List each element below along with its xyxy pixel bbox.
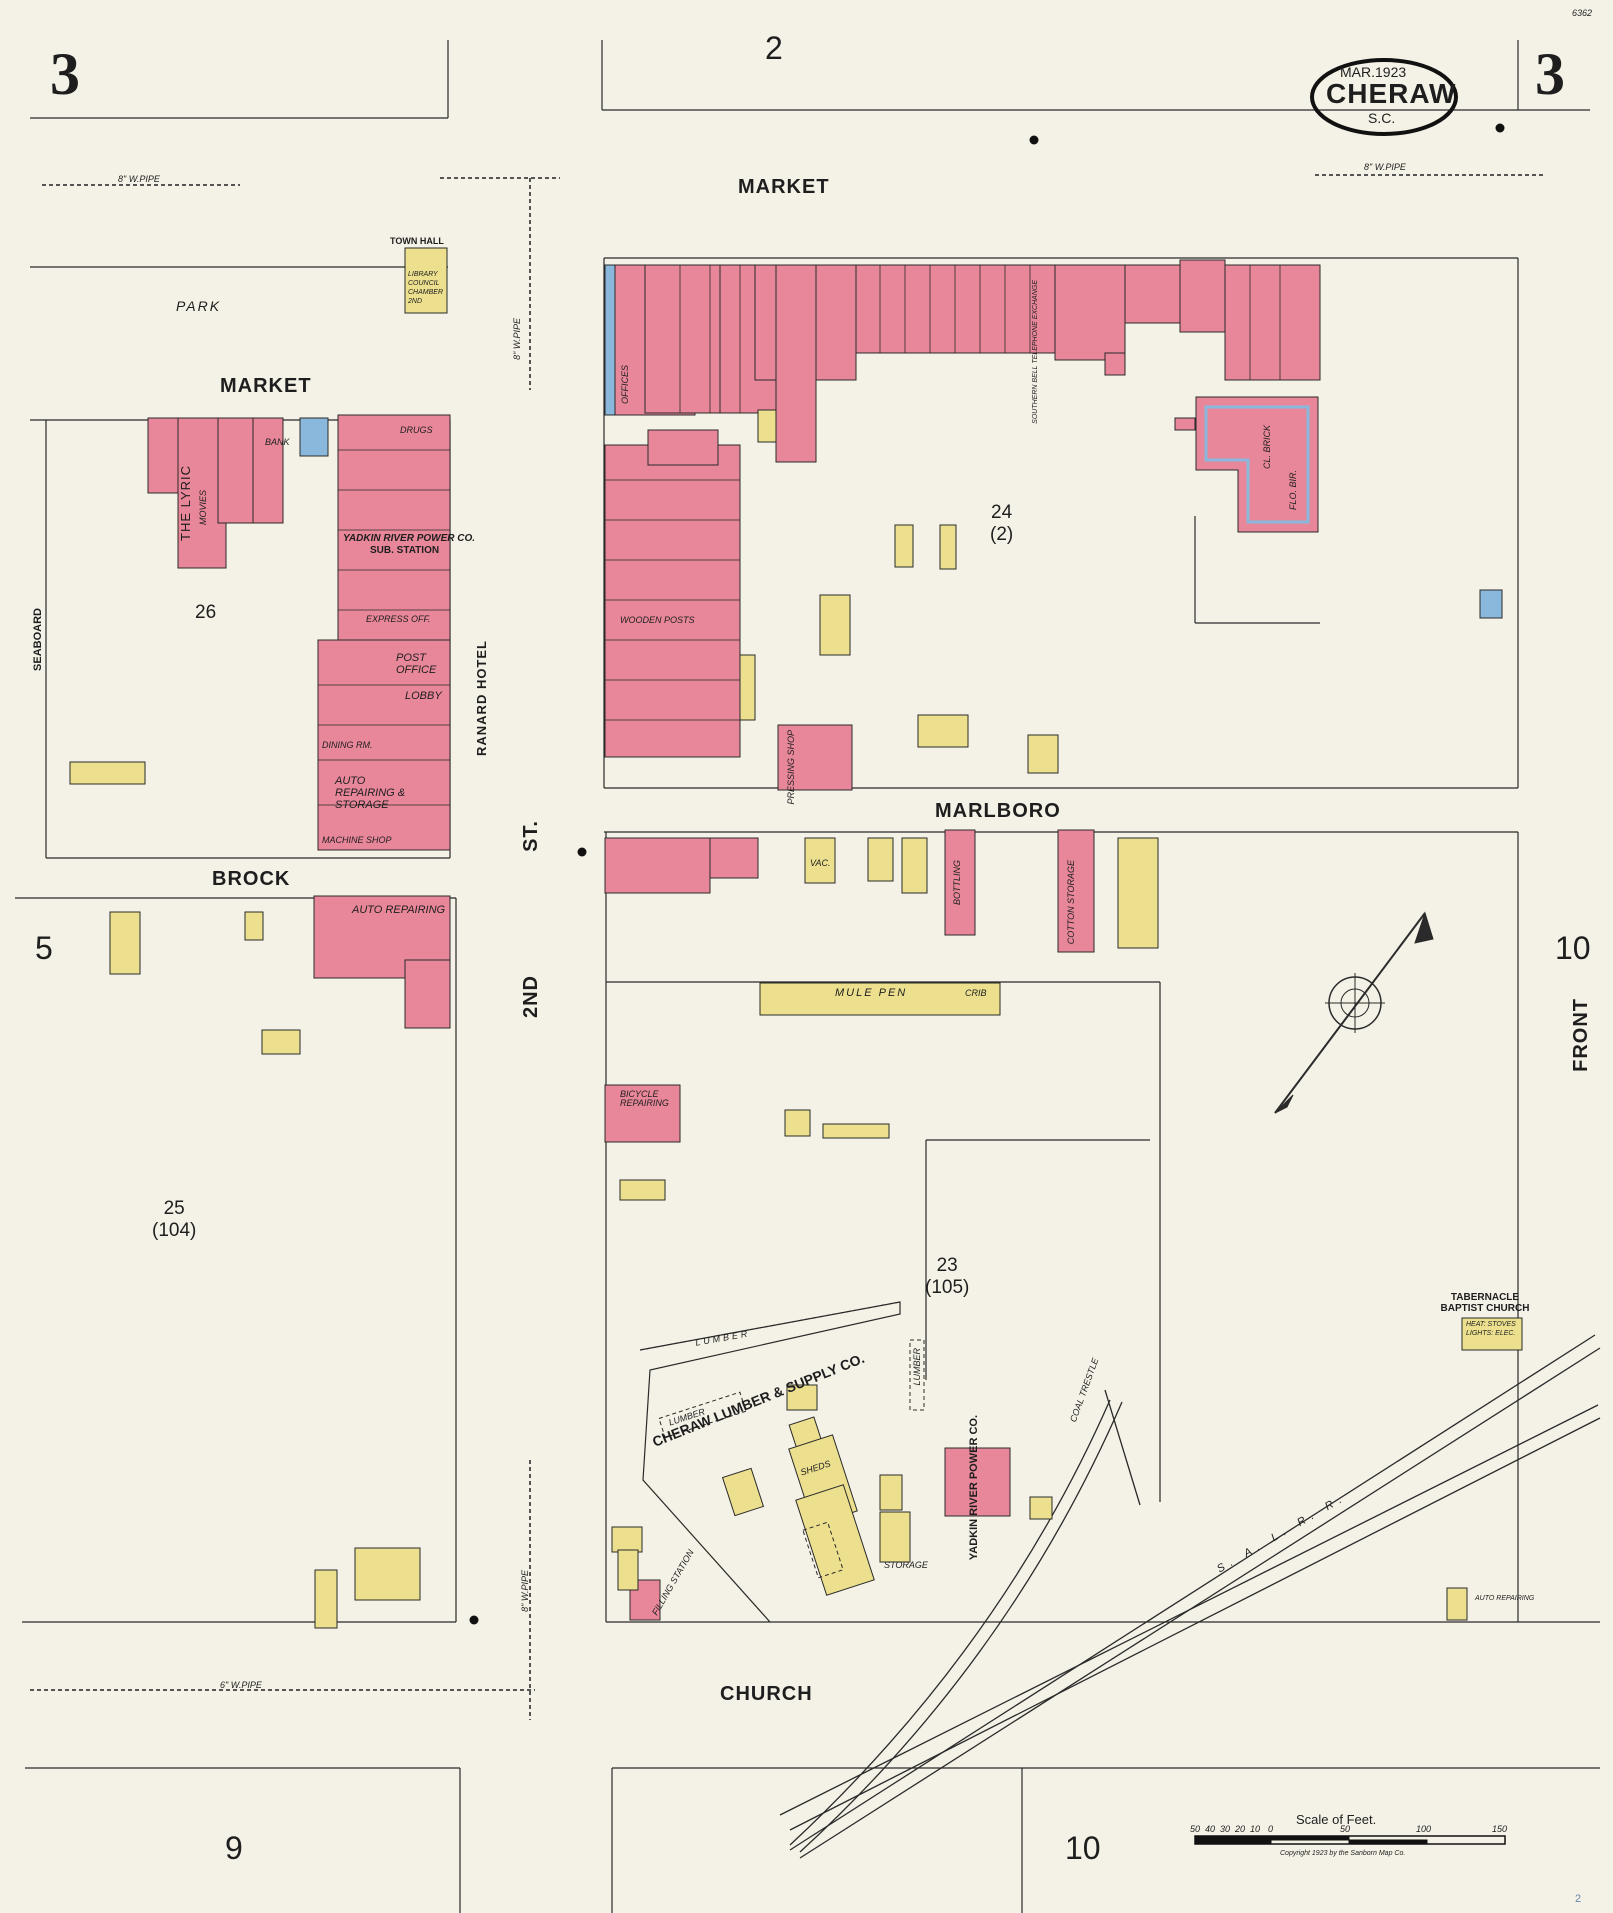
adjoining-sheet-bottom-left: 9 bbox=[225, 1830, 243, 1866]
street-seaboard: SEABOARD bbox=[32, 608, 44, 671]
label-ranard-hotel: RANARD HOTEL bbox=[474, 640, 489, 756]
scale-tick: 50 bbox=[1190, 1824, 1201, 1834]
label-lobby: LOBBY bbox=[405, 690, 442, 702]
pipe-market-right: 8" W.PIPE bbox=[1364, 162, 1406, 172]
label-auto-repairing: AUTO REPAIRING & STORAGE bbox=[335, 775, 406, 811]
corner-code: 6362 bbox=[1572, 8, 1593, 18]
label-crib: CRIB bbox=[965, 988, 987, 998]
footer-mark: 2 bbox=[1575, 1893, 1582, 1905]
label-wooden-posts: WOODEN POSTS bbox=[620, 615, 695, 625]
label-storage: STORAGE bbox=[884, 1560, 928, 1570]
scale-bar bbox=[1194, 1835, 1506, 1845]
block-25-number: 25 bbox=[163, 1198, 185, 1219]
label-library: LIBRARY COUNCIL CHAMBER 2ND bbox=[408, 271, 444, 305]
label-cl-brick: CL. BRICK bbox=[1262, 425, 1272, 470]
block-24: 24(2) bbox=[990, 502, 1013, 546]
label-mule-pen: MULE PEN bbox=[835, 987, 908, 999]
sheet-number-right: 3 bbox=[1535, 41, 1565, 107]
label-town-hall: TOWN HALL bbox=[390, 236, 444, 246]
pipe-second-bottom: 8" W.PIPE bbox=[520, 1570, 530, 1612]
compass-rose bbox=[1274, 911, 1434, 1114]
block-25-sub: (104) bbox=[152, 1220, 197, 1241]
block-26-number: 26 bbox=[195, 602, 217, 623]
label-lumber-3: LUMBER bbox=[912, 1348, 922, 1386]
church-detail bbox=[1204, 405, 1310, 524]
scale-tick: 40 bbox=[1205, 1824, 1216, 1834]
block-23: 23(105) bbox=[925, 1255, 969, 1299]
label-flo-bir: FLO. BIR. bbox=[1288, 470, 1298, 511]
scale-tick: 50 bbox=[1340, 1824, 1351, 1834]
scale-tick: 10 bbox=[1250, 1824, 1261, 1834]
label-cotton-storage: COTTON STORAGE bbox=[1066, 860, 1076, 945]
pipe-market-left: 8" W.PIPE bbox=[118, 174, 160, 184]
pipe-second-top: 8" W.PIPE bbox=[512, 318, 522, 360]
hydrants bbox=[469, 123, 1505, 1625]
street-church: CHURCH bbox=[720, 1683, 813, 1705]
label-bank: BANK bbox=[265, 437, 290, 447]
scale-tick: 0 bbox=[1268, 1824, 1274, 1834]
street-second-st: ST. bbox=[520, 820, 542, 852]
adjoining-sheet-right: 10 bbox=[1555, 930, 1591, 966]
scale-ticks: 50 40 30 20 10 0 50 100 150 bbox=[1190, 1824, 1510, 1836]
division-lines bbox=[318, 265, 1281, 806]
adjoining-sheet-left: 5 bbox=[35, 930, 53, 966]
scale-tick: 150 bbox=[1492, 1824, 1508, 1834]
label-lyric: THE LYRIC bbox=[178, 465, 193, 541]
label-bottling: BOTTLING bbox=[952, 860, 962, 906]
scale-title: Scale of Feet. bbox=[1296, 1812, 1377, 1827]
adjoining-sheet-bottom-right: 10 bbox=[1065, 1830, 1101, 1866]
label-auto-repairing-3: AUTO REPAIRING bbox=[1475, 1595, 1535, 1602]
scale-tick: 100 bbox=[1416, 1824, 1432, 1834]
street-market-left: MARKET bbox=[220, 375, 312, 397]
stone-buildings bbox=[299, 264, 1503, 619]
cartouche-state: S.C. bbox=[1368, 110, 1396, 126]
scale-tick: 30 bbox=[1220, 1824, 1231, 1834]
street-front: FRONT bbox=[1570, 998, 1592, 1072]
header-lines bbox=[30, 40, 1590, 119]
label-movies: MOVIES bbox=[198, 490, 208, 526]
label-machine-shop: MACHINE SHOP bbox=[322, 835, 392, 845]
block-24-number: 24 bbox=[991, 502, 1013, 523]
label-tabernacle: TABERNACLE BAPTIST CHURCH bbox=[1440, 1292, 1530, 1314]
cartouche-town: CHERAW bbox=[1326, 78, 1457, 109]
label-sub-station: SUB. STATION bbox=[370, 545, 440, 556]
cartouche-date: MAR.1923 bbox=[1340, 64, 1407, 80]
street-marlboro: MARLBORO bbox=[935, 800, 1061, 822]
label-bicycle: BICYCLE REPAIRING bbox=[620, 1089, 669, 1108]
street-market-top: MARKET bbox=[738, 176, 830, 198]
label-yadkin-sub: YADKIN RIVER POWER CO. bbox=[343, 533, 476, 544]
label-tab-detail: HEAT: STOVES LIGHTS: ELEC. bbox=[1466, 1321, 1516, 1337]
label-drugs: DRUGS bbox=[400, 425, 433, 435]
street-park: PARK bbox=[176, 298, 222, 314]
scale-tick: 20 bbox=[1235, 1824, 1246, 1834]
label-vac: VAC. bbox=[810, 858, 831, 868]
block-25: 25(104) bbox=[152, 1198, 196, 1242]
adjoining-sheet-top: 2 bbox=[765, 30, 783, 66]
street-brock: BROCK bbox=[212, 868, 291, 890]
sheet-number-left: 3 bbox=[50, 41, 80, 107]
label-post-office: POST OFFICE bbox=[396, 652, 437, 676]
label-express: EXPRESS OFF. bbox=[366, 614, 431, 624]
label-telephone: SOUTHERN BELL TELEPHONE EXCHANGE bbox=[1032, 280, 1039, 424]
frame-buildings bbox=[69, 247, 1523, 1629]
dashed-sheds bbox=[639, 1301, 925, 1579]
block-23-sub: (105) bbox=[925, 1277, 970, 1298]
block-24-sub: (2) bbox=[990, 524, 1014, 545]
block-23-number: 23 bbox=[936, 1255, 958, 1276]
cartouche-oval bbox=[1310, 58, 1458, 136]
label-auto-repairing-2: AUTO REPAIRING bbox=[352, 904, 446, 916]
street-second: 2ND bbox=[520, 975, 542, 1019]
label-offices: OFFICES bbox=[620, 365, 630, 405]
water-pipes bbox=[30, 174, 1545, 1720]
label-pressing-shop: PRESSING SHOP bbox=[786, 730, 796, 805]
label-dining: DINING RM. bbox=[322, 740, 373, 750]
railroad-tracks bbox=[779, 1334, 1601, 1859]
block-26: 26 bbox=[195, 602, 216, 624]
copyright: Copyright 1923 by the Sanborn Map Co. bbox=[1280, 1850, 1406, 1857]
label-yadkin-2: YADKIN RIVER POWER CO. bbox=[968, 1415, 980, 1561]
pipe-church: 6" W.PIPE bbox=[220, 1680, 262, 1690]
